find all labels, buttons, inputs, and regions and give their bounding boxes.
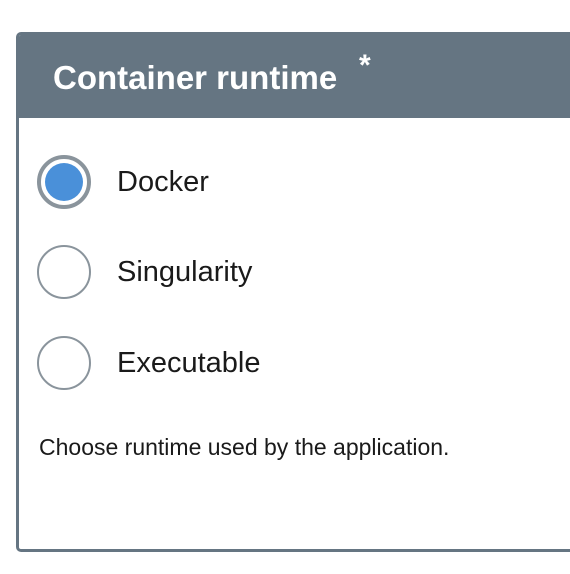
radio-button-singularity[interactable] xyxy=(37,245,91,299)
runtime-option-singularity[interactable]: Singularity xyxy=(37,245,517,299)
radio-button-docker[interactable] xyxy=(37,155,91,209)
help-text: Choose runtime used by the application. xyxy=(39,434,450,460)
runtime-option-executable[interactable]: Executable xyxy=(37,336,517,390)
container-runtime-panel: Container runtime * xyxy=(16,32,570,552)
runtime-option-docker[interactable]: Docker xyxy=(37,155,517,209)
required-marker: * xyxy=(359,49,371,82)
panel-header: Container runtime * xyxy=(19,35,570,118)
radio-button-executable[interactable] xyxy=(37,336,91,390)
panel-title: Container runtime xyxy=(53,59,338,96)
option-label-singularity: Singularity xyxy=(117,256,253,288)
option-label-docker: Docker xyxy=(117,166,209,198)
option-label-executable: Executable xyxy=(117,347,261,379)
radio-selected-dot xyxy=(45,163,83,201)
